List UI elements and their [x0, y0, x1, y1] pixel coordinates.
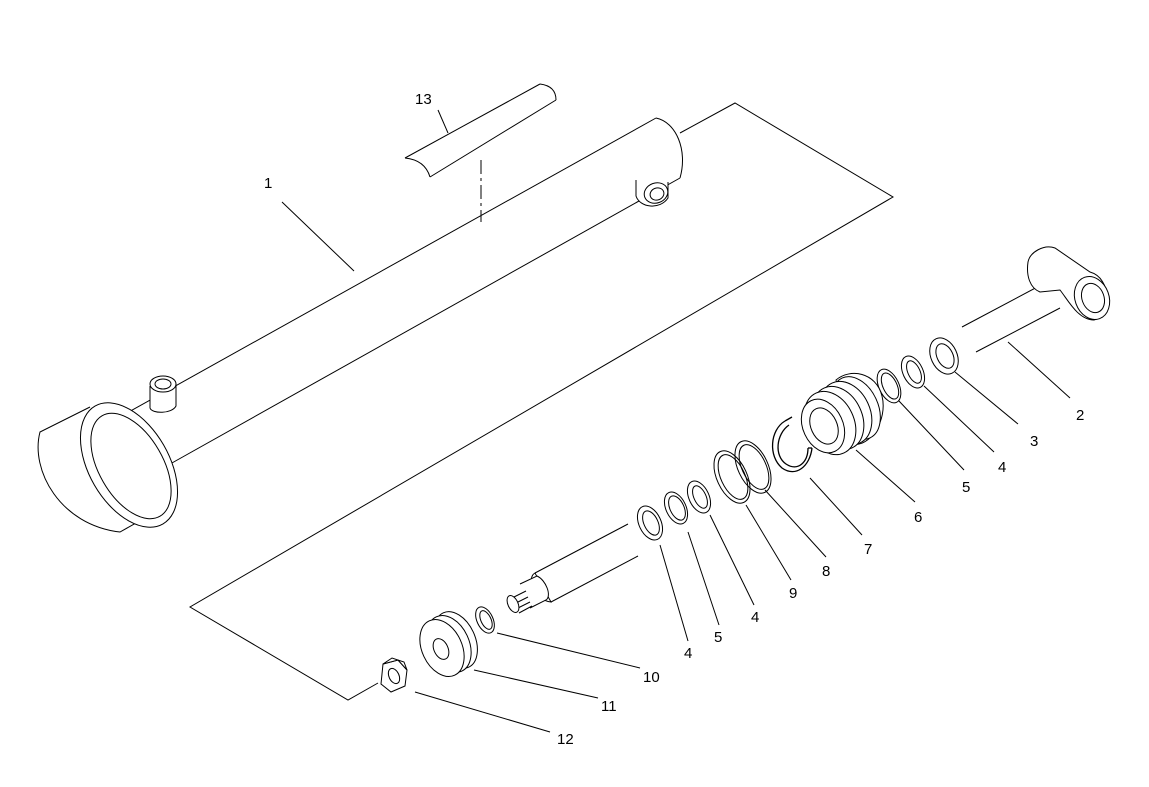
- leader-lines: [281, 109, 1071, 733]
- callout-5b: 5: [714, 629, 722, 646]
- part-8-backup-ring: [734, 440, 772, 494]
- part-4-ring-middle: [686, 480, 712, 514]
- part-2-rod-threaded-end: [506, 523, 639, 614]
- part-4-ring-upper: [900, 355, 926, 389]
- callout-labels: 1 2 3 4 5 6 7 8 9 4 5 4 10 11 12 13: [264, 91, 1084, 748]
- part-7-snap-ring: [771, 416, 813, 473]
- part-5-o-ring-lower: [663, 491, 689, 525]
- callout-10: 10: [643, 669, 660, 686]
- callout-4b: 4: [751, 609, 759, 626]
- callout-11: 11: [601, 698, 617, 715]
- part-2-piston-rod: [961, 246, 1111, 353]
- part-1-cylinder-barrel: [37, 117, 684, 533]
- callout-4c: 4: [684, 645, 692, 662]
- explode-boundary: [189, 102, 894, 701]
- callout-2: 2: [1076, 407, 1084, 424]
- callout-1: 1: [264, 175, 272, 192]
- part-6-rod-gland: [800, 372, 884, 456]
- callout-8: 8: [822, 563, 830, 580]
- callout-7: 7: [864, 541, 872, 558]
- part-3-wiper: [929, 337, 959, 375]
- part-13-tube-section: [404, 83, 557, 222]
- callout-12: 12: [557, 731, 574, 748]
- callout-13: 13: [415, 91, 432, 108]
- part-10-o-ring: [475, 606, 495, 634]
- callout-9: 9: [789, 585, 797, 602]
- part-12-hex-nut: [380, 657, 408, 693]
- part-4-ring-lower: [636, 505, 664, 541]
- callout-6: 6: [914, 509, 922, 526]
- callout-3: 3: [1030, 433, 1038, 450]
- callout-5a: 5: [962, 479, 970, 496]
- callout-4a: 4: [998, 459, 1006, 476]
- part-11-piston: [419, 611, 478, 677]
- part-9-o-ring: [713, 450, 751, 504]
